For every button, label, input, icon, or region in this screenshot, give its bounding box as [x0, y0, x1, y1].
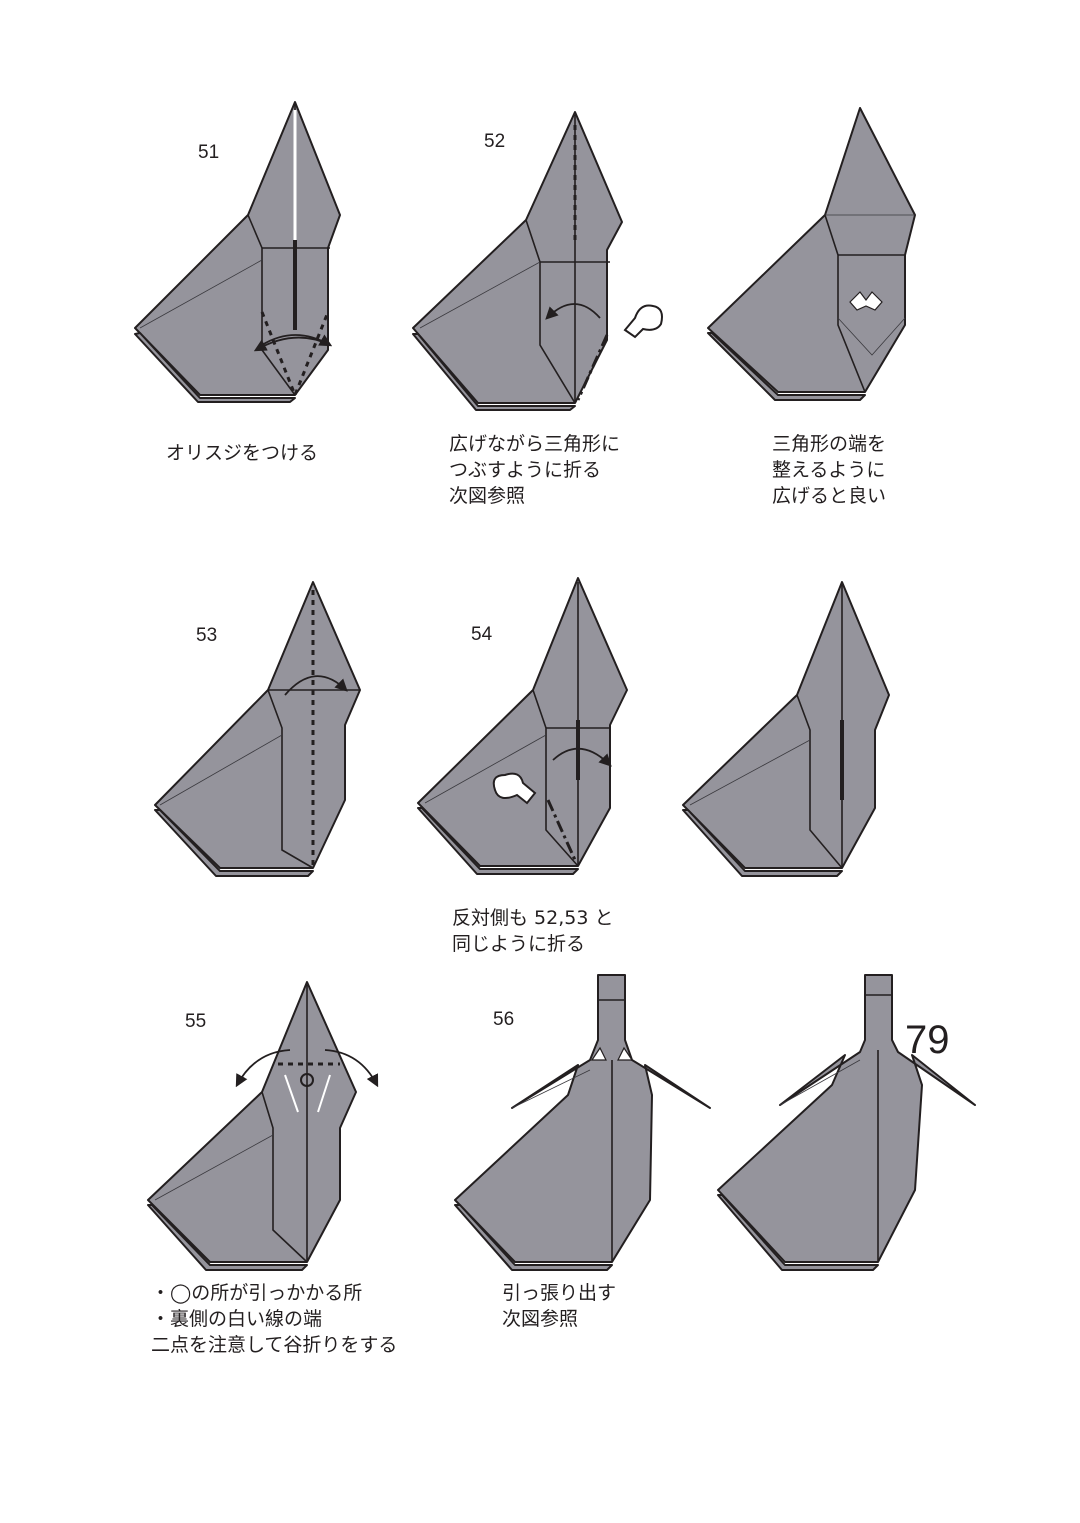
caption-step-52: 広げながら三角形に つぶすように折る 次図参照 — [449, 433, 621, 507]
step-number-55: 55 — [185, 1011, 207, 1032]
caption-step-54: 反対側も 52,53 と 同じように折る — [452, 907, 614, 955]
caption-step-51: オリスジをつける — [166, 442, 319, 464]
diagram-step-56b — [717, 974, 976, 1271]
diagram-step-56 — [454, 974, 711, 1271]
diagram-step-52 — [412, 111, 663, 411]
caption-step-55: ・◯の所が引っかかる所 ・裏側の白い線の端 二点を注意して谷折りをする — [151, 1282, 398, 1356]
step-number-53: 53 — [196, 625, 218, 646]
diagram-step-54b — [682, 581, 890, 877]
diagram-step-54 — [417, 577, 628, 875]
diagram-step-55 — [147, 981, 379, 1271]
caption-step-52b: 三角形の端を 整えるように 広げると良い — [772, 433, 887, 507]
step-number-51: 51 — [198, 142, 220, 163]
diagram-step-51 — [134, 101, 341, 403]
diagram-step-53 — [154, 581, 361, 877]
page-number: 79 — [905, 1018, 950, 1062]
diagram-step-52b — [707, 107, 916, 401]
caption-step-56: 引っ張り出す 次図参照 — [502, 1282, 617, 1330]
step-number-56: 56 — [493, 1009, 515, 1030]
step-number-52: 52 — [484, 131, 506, 152]
step-number-54: 54 — [471, 624, 493, 645]
